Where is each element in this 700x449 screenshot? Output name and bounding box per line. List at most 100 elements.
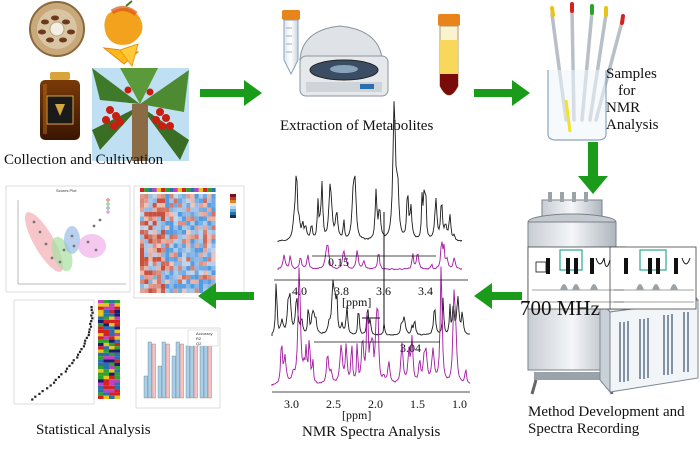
heatmap-cell xyxy=(194,270,199,275)
heatmap-cell xyxy=(173,221,178,226)
heatmap-cell xyxy=(156,261,161,266)
heatmap-cell xyxy=(177,230,182,235)
heatmap-color-scale xyxy=(230,194,236,197)
heatmap-cell xyxy=(152,234,157,239)
heatmap-cell xyxy=(194,198,199,203)
heatmap-cell xyxy=(165,216,170,221)
heatmap-cell xyxy=(190,225,195,230)
vip-strip-cell xyxy=(114,382,120,386)
arrow-collection-to-extraction xyxy=(200,80,262,106)
heatmap-cell xyxy=(203,225,208,230)
heatmap-cell xyxy=(148,234,153,239)
heatmap-cell xyxy=(194,266,199,271)
heatmap-cell xyxy=(144,225,149,230)
heatmap-cell xyxy=(182,234,187,239)
vip-strip-cell xyxy=(103,346,109,350)
perf-bar-q2 xyxy=(165,343,170,399)
vip-strip-cell xyxy=(103,369,109,373)
heatmap-cell xyxy=(169,239,174,244)
vip-point xyxy=(91,317,94,320)
vip-strip-cell xyxy=(114,359,120,363)
heatmap-cell xyxy=(198,230,203,235)
perf-bar-r2 xyxy=(189,341,194,399)
heatmap-cell xyxy=(177,207,182,212)
vip-point xyxy=(78,350,82,353)
heatmap-cell xyxy=(198,275,203,280)
heatmap-cell xyxy=(182,207,187,212)
vip-strip-cell xyxy=(109,349,115,353)
heatmap-cell xyxy=(140,203,145,208)
heatmap-cell xyxy=(177,252,182,257)
vip-strip-cell xyxy=(98,359,104,363)
heatmap-cell xyxy=(211,261,216,266)
heatmap-cell xyxy=(148,288,153,293)
heatmap-cell xyxy=(148,270,153,275)
heatmap-cell xyxy=(161,207,166,212)
heatmap-cell xyxy=(165,203,170,208)
vip-point xyxy=(88,328,91,331)
heatmap-cell xyxy=(177,239,182,244)
heatmap-annotation-cell xyxy=(156,188,161,192)
vip-strip-cell xyxy=(114,336,120,340)
heatmap-cell xyxy=(148,203,153,208)
label-samples-line3: NMR xyxy=(606,100,641,116)
heatmap-color-scale xyxy=(230,215,236,218)
heatmap-cell xyxy=(140,230,145,235)
heatmap-cell xyxy=(203,252,208,257)
heatmap-cell xyxy=(140,225,145,230)
heatmap-annotation-cell xyxy=(152,188,157,192)
heatmap-cell xyxy=(165,221,170,226)
heatmap-cell xyxy=(182,230,187,235)
heatmap-cell xyxy=(211,257,216,262)
heatmap-cell xyxy=(173,243,178,248)
heatmap-cell xyxy=(207,243,212,248)
heatmap-cell xyxy=(198,284,203,289)
heatmap-cell xyxy=(198,221,203,226)
vip-strip-cell xyxy=(98,319,104,324)
vip-strip-cell xyxy=(109,319,115,324)
heatmap-cell xyxy=(144,221,149,226)
heatmap-cell xyxy=(190,216,195,221)
heatmap-cell xyxy=(198,207,203,212)
heatmap-cell xyxy=(194,248,199,253)
vip-point xyxy=(52,381,56,384)
heatmap-cell xyxy=(186,252,191,257)
heatmap-cell xyxy=(186,216,191,221)
heatmap-cell xyxy=(140,198,145,203)
vip-strip-cell xyxy=(114,319,120,324)
heatmap-cell xyxy=(198,234,203,239)
vip-point xyxy=(89,325,93,328)
heatmap-cell xyxy=(169,284,174,289)
heatmap-cell xyxy=(165,279,170,284)
heatmap-cell xyxy=(165,270,170,275)
heatmap-cell xyxy=(165,198,170,203)
heatmap-cell xyxy=(177,288,182,293)
heatmap-cell xyxy=(152,212,157,217)
heatmap-cell xyxy=(182,194,187,199)
vip-strip-cell xyxy=(98,379,104,383)
heatmap-color-scale xyxy=(230,209,236,212)
heatmap-cell xyxy=(152,198,157,203)
heatmap-cell xyxy=(186,261,191,266)
heatmap-color-scale xyxy=(230,206,236,209)
heatmap-cell xyxy=(186,248,191,253)
heatmap-cell xyxy=(182,257,187,262)
top-spectrum-magenta-trace xyxy=(277,241,463,271)
heatmap-cell xyxy=(152,221,157,226)
heatmap-cell xyxy=(207,257,212,262)
vip-strip-cell xyxy=(98,342,104,347)
heatmap-cell xyxy=(152,252,157,257)
heatmap-cell xyxy=(190,252,195,257)
vip-strip-cell xyxy=(114,342,120,347)
heatmap-cell xyxy=(207,252,212,257)
heatmap-cell xyxy=(186,212,191,217)
vip-strip-cell xyxy=(109,352,115,357)
heatmap-cell xyxy=(173,212,178,217)
heatmap-cell xyxy=(173,239,178,244)
heatmap-cell xyxy=(211,252,216,257)
heatmap-cell xyxy=(144,284,149,289)
heatmap-cell xyxy=(190,198,195,203)
heatmap-cell xyxy=(186,234,191,239)
heatmap-cell xyxy=(173,261,178,266)
vip-strip-cell xyxy=(109,389,115,393)
